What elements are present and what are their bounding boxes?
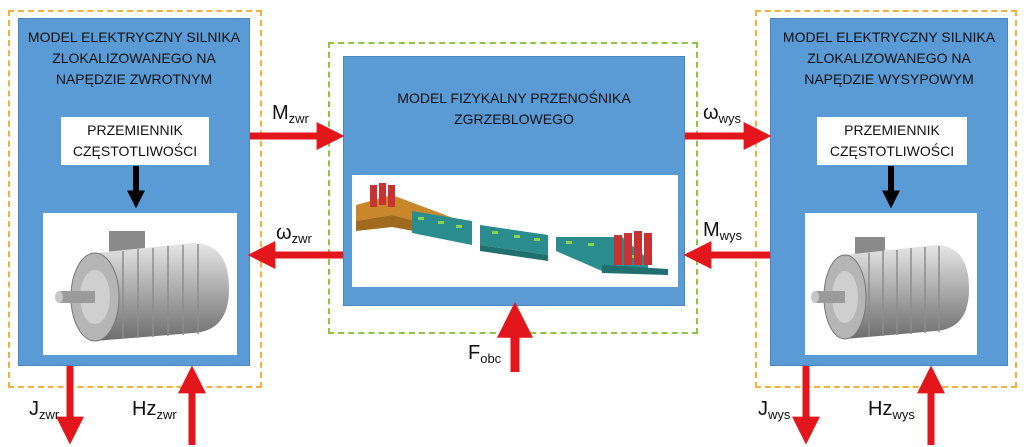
left-motor-group-frame <box>8 10 262 388</box>
omega-wys-label: ωwys <box>703 102 742 126</box>
converter-label-line: CZĘSTOTLIWOŚCI <box>72 143 198 159</box>
right-motor-title: MODEL ELEKTRYCZNY SILNIKA ZLOKALIZOWANEG… <box>771 27 1007 90</box>
title-line: ZGRZEBLOWEGO <box>454 111 574 127</box>
conveyor-title: MODEL FIZYKALNY PRZENOŚNIKA ZGRZEBLOWEGO <box>344 88 684 130</box>
hz-wys-label: Hzwys <box>868 398 915 422</box>
title-line: MODEL FIZYKALNY PRZENOŚNIKA <box>397 90 631 106</box>
conveyor-model-block: MODEL FIZYKALNY PRZENOŚNIKA ZGRZEBLOWEGO <box>343 56 685 306</box>
j-wys-label: Jwys <box>758 398 791 422</box>
j-zwr-label: Jzwr <box>29 398 60 422</box>
scraper-conveyor-icon <box>356 183 668 275</box>
m-wys-label: Mwys <box>703 219 743 243</box>
electric-motor-icon <box>811 237 969 340</box>
converter-label-line: PRZEMIENNIK <box>87 122 183 138</box>
title-line: MODEL ELEKTRYCZNY SILNIKA <box>782 29 996 45</box>
omega-zwr-label: ωzwr <box>276 222 312 246</box>
left-motor-title: MODEL ELEKTRYCZNY SILNIKA ZLOKALIZOWANEG… <box>19 27 249 90</box>
title-line: ZLOKALIZOWANEGO NA <box>52 50 216 66</box>
right-frequency-converter-box: PRZEMIENNIK CZĘSTOTLIWOŚCI <box>817 117 967 165</box>
right-motor-group-frame <box>755 10 1017 388</box>
left-motor-image-box <box>43 213 237 355</box>
left-frequency-converter-box: PRZEMIENNIK CZĘSTOTLIWOŚCI <box>61 117 209 165</box>
title-line: ZLOKALIZOWANEGO NA <box>807 50 971 66</box>
electric-motor-icon <box>55 231 229 342</box>
converter-label-line: PRZEMIENNIK <box>844 122 940 138</box>
title-line: MODEL ELEKTRYCZNY SILNIKA <box>27 29 241 45</box>
conveyor-image-box <box>352 175 678 287</box>
hz-zwr-label: Hzzwr <box>132 398 177 422</box>
title-line: NAPĘDZIE ZWROTNYM <box>55 71 213 87</box>
right-motor-image-box <box>805 213 977 355</box>
title-line: NAPĘDZIE WYSYPOWYM <box>804 71 974 87</box>
f-obc-label: Fobc <box>468 342 502 366</box>
converter-label-line: CZĘSTOTLIWOŚCI <box>829 143 955 159</box>
m-zwr-label: Mzwr <box>272 102 309 126</box>
